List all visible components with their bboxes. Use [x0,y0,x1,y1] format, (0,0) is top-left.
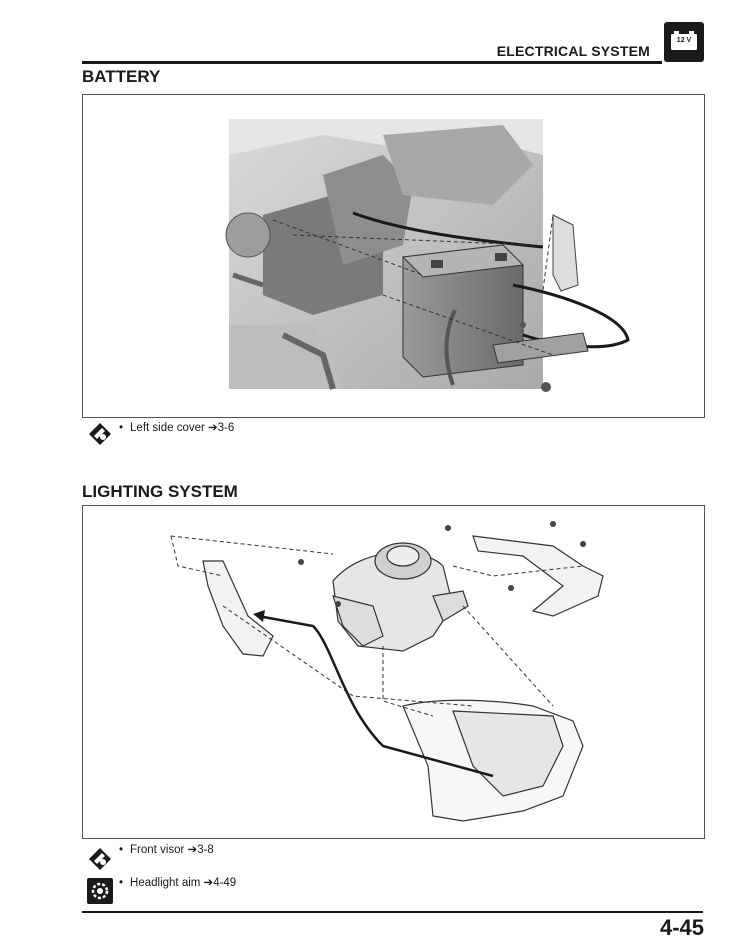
bullet: • [119,844,124,856]
arrow-icon: ➔ [203,877,214,889]
section-header: ELECTRICAL SYSTEM [496,43,650,59]
badge-voltage: 12 V [676,37,692,44]
arrow-icon: ➔ [187,844,198,856]
page-reference[interactable]: 4-49 [213,877,237,889]
headlight-exploded-illustration [170,521,604,822]
footer-rule [82,911,703,913]
battery-icon: 12 V [664,22,704,62]
arrow-icon: ➔ [208,422,218,434]
header-rule [82,61,662,64]
lighting-section-title: LIGHTING SYSTEM [82,482,238,501]
battery-figure [82,94,705,418]
bullet: • [119,422,124,434]
bullet: • [119,877,124,889]
note-text: Left side cover [130,422,209,434]
headlight-aim-note: • Headlight aim ➔4-49 [119,875,236,889]
adjust-gear-icon [87,878,113,904]
front-visor-note: • Front visor ➔3-8 [119,842,214,856]
battery-section-title: BATTERY [82,67,161,86]
battery-note: • Left side cover ➔3-6 [119,420,234,434]
note-text: Front visor [130,844,188,856]
lighting-figure [82,505,705,839]
page-reference[interactable]: 3-6 [217,422,235,434]
page-number: 4-45 [659,915,704,940]
note-text: Headlight aim [130,877,204,889]
battery-exploded-illustration [225,119,630,392]
removal-wrench-icon [87,421,113,447]
removal-wrench-icon [87,846,113,872]
page-reference[interactable]: 3-8 [197,844,214,856]
